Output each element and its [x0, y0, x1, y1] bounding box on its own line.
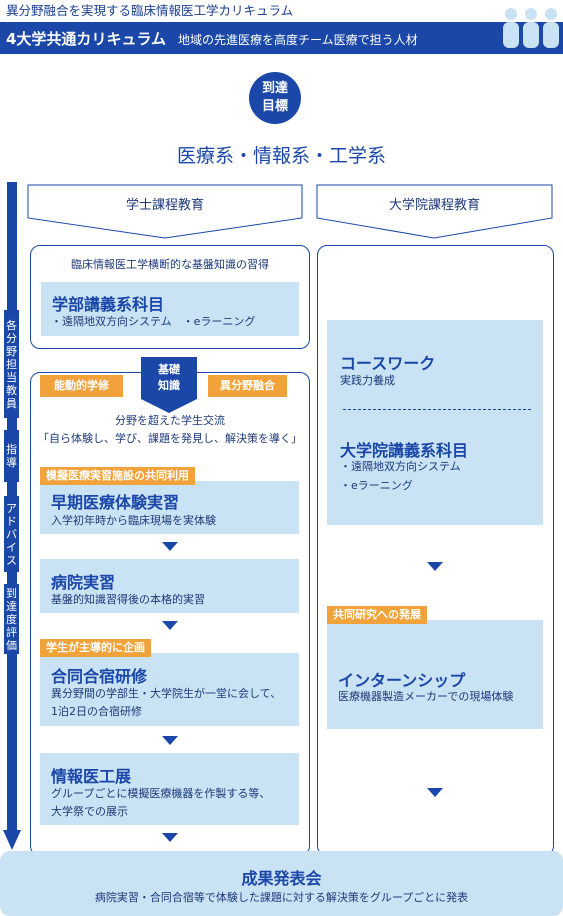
undergrad-lecture-box: 学部講義系科目 ・遠隔地双方向システム ・eラーニング [41, 282, 299, 336]
coursework-text: 実践力養成 [340, 374, 395, 387]
graduate-lecture-text-2: ・eラーニング [340, 479, 413, 492]
fields-heading: 医療系・情報系・工学系 [176, 145, 386, 167]
undergrad-header-shape [27, 184, 303, 239]
page-title: 異分野融合を実現する臨床情報医工学カリキュラム [6, 3, 294, 18]
goal-badge: 到達 目標 [249, 72, 301, 124]
graduate-coursework-box: コースワーク 実践力養成 大学院講義系科目 ・遠隔地双方向システム ・eラーニン… [327, 320, 543, 525]
exchange-line-1: 分野を超えた学生交流 [115, 414, 225, 427]
side-label-advice: アドバイス [4, 496, 19, 572]
expo-title: 情報医工展 [51, 767, 132, 786]
side-label-advice-text: アドバイス [6, 501, 17, 567]
early-experience-text: 入学初年時から臨床現場を実体験 [51, 514, 216, 527]
undergrad-header: 学士課程教育 [27, 184, 303, 240]
side-label-evaluation: 到達度評価 [4, 584, 19, 654]
goal-line-2: 目標 [261, 99, 288, 114]
early-experience-title: 早期医療体験実習 [51, 493, 180, 512]
basic-knowledge-line-1: 基礎 [158, 363, 180, 376]
joint-camp-text-1: 異分野間の学部生・大学院生が一堂に会して、 [51, 687, 282, 700]
side-label-guidance: 指導 [4, 430, 19, 482]
joint-camp-title: 合同合宿研修 [51, 667, 148, 686]
curriculum-banner: 4大学共通カリキュラム 地域の先進医療を高度チーム医療で担う人材 [0, 22, 563, 54]
basic-knowledge-badge-shape [141, 357, 197, 413]
undergrad-intro-text: 臨床情報医工学横断的な基盤知識の習得 [71, 258, 269, 271]
arrow-down-icon [162, 542, 178, 551]
results-presentation-text: 病院実習・合同合宿等で体験した課題に対する解決策をグループごとに発表 [94, 891, 469, 904]
people-group-icon [503, 8, 559, 48]
joint-camp-box: 合同合宿研修 異分野間の学部生・大学院生が一堂に会して、 1泊2日の合宿研修 [40, 653, 299, 726]
medical-engineering-expo-box: 情報医工展 グループごとに模擬医療機器を作製する等、 大学祭での展示 [40, 753, 299, 825]
divider [343, 409, 531, 410]
graduate-lecture-text-1: ・遠隔地双方向システム [340, 460, 461, 473]
side-label-faculty-text: 各分野担当教員 [6, 318, 17, 410]
hospital-practice-box: 病院実習 基盤的知識習得後の本格的実習 [40, 559, 299, 613]
expo-text-1: グループごとに模擬医療機器を作製する等、 [51, 787, 271, 800]
basic-knowledge-badge: 基礎 知識 [141, 362, 197, 394]
undergrad-lecture-text: ・遠隔地双方向システム ・eラーニング [51, 315, 256, 328]
banner-subtitle: 地域の先進医療を高度チーム医療で担う人材 [178, 33, 418, 47]
coursework-title: コースワーク [340, 354, 436, 373]
arrow-down-icon [162, 621, 178, 630]
tag-active-learning: 能動的学修 [40, 375, 123, 397]
exchange-line-2: 「自ら体験し、学び、課題を発見し、解決策を導く」 [38, 432, 302, 445]
graduate-lecture-title: 大学院講義系科目 [340, 441, 469, 460]
graduate-header-shape [316, 184, 553, 239]
graduate-header: 大学院課程教育 [316, 184, 553, 240]
tag-simulation-facility: 模擬医療実習施設の共同利用 [40, 467, 195, 485]
undergrad-lecture-title: 学部講義系科目 [52, 295, 165, 314]
banner-main-title: 4大学共通カリキュラム [6, 30, 166, 48]
arrow-down-icon [427, 788, 443, 797]
results-presentation-title: 成果発表会 [241, 869, 322, 888]
joint-camp-text-2: 1泊2日の合宿研修 [51, 705, 142, 718]
results-presentation-box: 成果発表会 病院実習・合同合宿等で体験した課題に対する解決策をグループごとに発表 [0, 851, 563, 916]
graduate-header-label: 大学院課程教育 [388, 198, 480, 213]
arrow-down-icon [162, 833, 178, 842]
side-label-faculty: 各分野担当教員 [4, 310, 19, 418]
arrow-down-icon [427, 562, 443, 571]
early-experience-box: 早期医療体験実習 入学初年時から臨床現場を実体験 [40, 481, 299, 534]
internship-text: 医療機器製造メーカーでの現場体験 [338, 690, 514, 703]
side-label-guidance-text: 指導 [6, 443, 17, 469]
tag-joint-research: 共同研究への発展 [327, 606, 427, 624]
tag-student-led: 学生が主導的に企画 [40, 639, 151, 657]
internship-title: インターンシップ [338, 671, 466, 690]
undergrad-header-label: 学士課程教育 [125, 198, 204, 213]
arrow-down-icon [162, 736, 178, 745]
tag-interdisciplinary: 異分野融合 [208, 375, 287, 397]
hospital-practice-title: 病院実習 [51, 573, 116, 592]
expo-text-2: 大学祭での展示 [51, 805, 128, 818]
side-label-evaluation-text: 到達度評価 [6, 586, 17, 652]
goal-line-1: 到達 [261, 81, 288, 96]
internship-box: インターンシップ 医療機器製造メーカーでの現場体験 [327, 620, 543, 729]
undergrad-basic-panel: 臨床情報医工学横断的な基盤知識の習得 学部講義系科目 ・遠隔地双方向システム ・… [30, 245, 310, 349]
basic-knowledge-line-2: 知識 [158, 379, 180, 392]
hospital-practice-text: 基盤的知識習得後の本格的実習 [51, 593, 205, 606]
